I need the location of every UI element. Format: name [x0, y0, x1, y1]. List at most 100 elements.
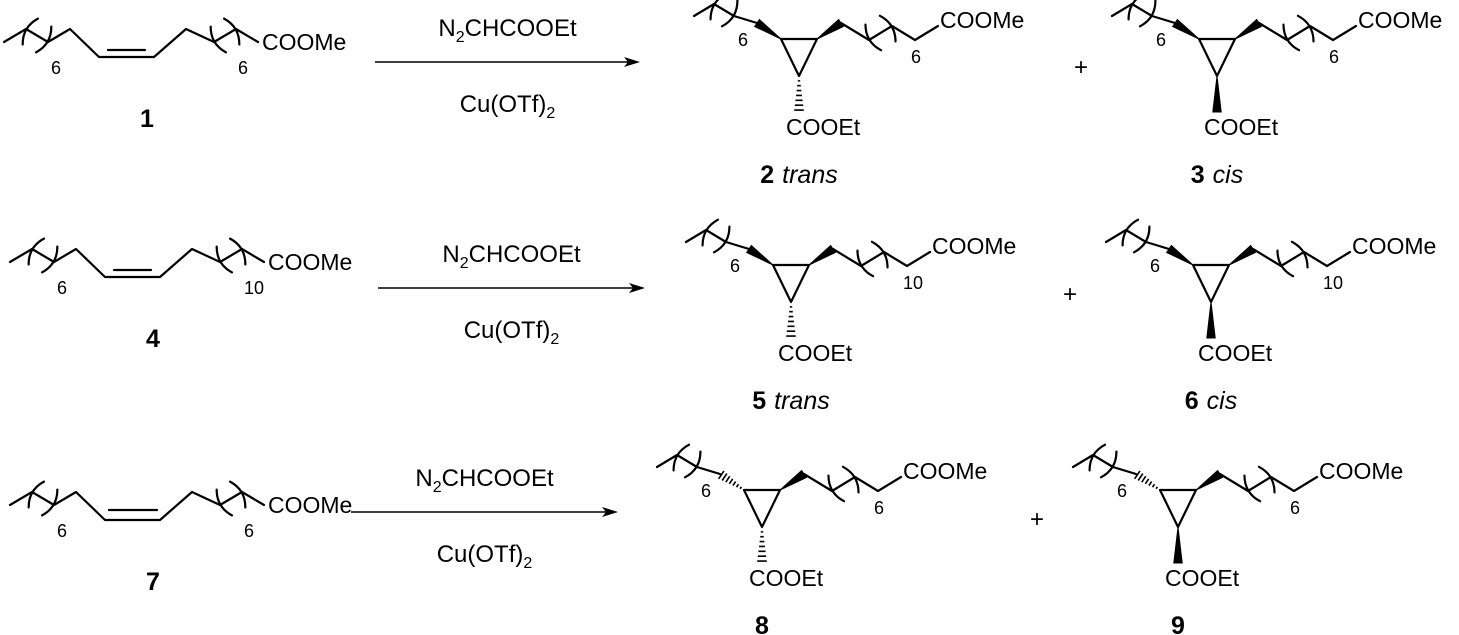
repeat-count-right: 6	[244, 521, 254, 541]
methyl-ester-group: COOMe	[268, 249, 352, 275]
left-bold-wedge	[753, 18, 782, 40]
repeat-count-left: 6	[738, 30, 748, 50]
repeat-count-left: 6	[1117, 481, 1127, 501]
right-bold-wedge	[808, 244, 837, 266]
compound-number: 7	[146, 568, 160, 596]
catalyst-copper-triflate: Cu(OTf)2	[437, 541, 533, 572]
repeat-count-left: 6	[701, 481, 711, 501]
right-bold-wedge	[1234, 18, 1263, 40]
repeat-bracket-left	[27, 237, 59, 274]
plus-sign-row-3: +	[1030, 506, 1044, 533]
ethyl-ester-group: COOEt	[778, 340, 853, 366]
right-bold-wedge	[1195, 469, 1224, 491]
repeat-bracket-left	[709, 0, 739, 28]
right-bold-wedge	[1228, 244, 1257, 266]
repeat-count-left: 6	[57, 521, 67, 541]
compound-number: 1	[140, 105, 154, 133]
catalyst-copper-triflate: Cu(OTf)2	[460, 91, 556, 122]
repeat-bracket-right	[209, 17, 241, 54]
starting-ester-7: 6 6 COOMe 7	[8, 480, 352, 596]
methyl-ester-group: COOMe	[1352, 233, 1436, 259]
left-alkyl-chain	[655, 453, 722, 476]
repeat-count-right: 10	[244, 278, 264, 298]
methyl-ester-group: COOMe	[268, 492, 352, 518]
right-alkyl-chain	[1218, 472, 1319, 493]
repeat-count-right: 6	[1290, 498, 1300, 518]
alkyl-chain	[8, 247, 266, 279]
repeat-bracket-right	[827, 465, 860, 503]
right-alkyl-chain	[839, 21, 940, 42]
cyclopropane-ring	[742, 488, 782, 529]
repeat-bracket-left	[1127, 0, 1157, 28]
repeat-bracket-right	[215, 480, 247, 517]
ethyl-ester-group: COOEt	[1198, 340, 1273, 366]
catalyst-copper-triflate: Cu(OTf)2	[464, 317, 560, 348]
ethyl-ester-group: COOEt	[786, 114, 861, 140]
cyclopropane-ring	[1191, 263, 1231, 304]
repeat-count-left: 6	[57, 278, 67, 298]
repeat-count-left: 6	[1150, 256, 1160, 276]
cyclopropane-ring	[771, 263, 811, 304]
repeat-bracket-right	[215, 237, 247, 274]
reagent-diazoacetate: N2CHCOOEt	[438, 15, 577, 46]
arrow-head	[602, 507, 618, 517]
right-alkyl-chain	[1251, 247, 1352, 268]
methyl-ester-group: COOMe	[932, 233, 1016, 259]
right-bold-wedge	[816, 18, 845, 40]
reagent-diazoacetate: N2CHCOOEt	[415, 465, 554, 496]
ester-bold-wedge	[1212, 75, 1222, 113]
repeat-bracket-left	[1088, 443, 1118, 479]
arrow-head	[629, 283, 645, 293]
ester-bold-wedge	[1206, 301, 1216, 339]
cyclopropane-ring	[1197, 37, 1237, 78]
repeat-count-right: 6	[911, 47, 921, 67]
repeat-bracket-left	[27, 480, 59, 517]
repeat-count-right: 10	[1323, 273, 1343, 293]
left-hashed-wedge	[717, 470, 743, 490]
repeat-bracket-right	[864, 14, 897, 52]
left-alkyl-chain	[1110, 2, 1177, 25]
repeat-count-left: 6	[730, 256, 740, 276]
repeat-bracket-left	[701, 218, 731, 254]
plus-sign-row-2: +	[1063, 281, 1077, 308]
cyclopropane-ring	[1158, 488, 1198, 529]
ester-bold-wedge	[1173, 526, 1183, 564]
methyl-ester-group: COOMe	[262, 29, 346, 55]
repeat-bracket-left	[672, 443, 702, 479]
repeat-count-right: 6	[1329, 47, 1339, 67]
methyl-ester-group: COOMe	[903, 458, 987, 484]
cyclopropane-ring	[779, 37, 819, 78]
ester-hashed-wedge	[794, 80, 804, 111]
left-bold-wedge	[745, 244, 774, 266]
ethyl-ester-group: COOEt	[1204, 114, 1279, 140]
alkyl-chain	[8, 490, 266, 522]
repeat-count-right: 6	[874, 498, 884, 518]
repeat-count-right: 10	[903, 273, 923, 293]
reagent-diazoacetate: N2CHCOOEt	[442, 241, 581, 272]
repeat-count-left: 6	[51, 58, 61, 78]
methyl-ester-group: COOMe	[1319, 458, 1403, 484]
left-alkyl-chain	[1071, 453, 1138, 476]
arrow-head	[624, 57, 640, 67]
repeat-bracket-right	[856, 240, 889, 278]
right-bold-wedge	[779, 469, 808, 491]
left-bold-wedge	[1171, 18, 1200, 40]
repeat-count-left: 6	[1156, 30, 1166, 50]
left-hashed-wedge	[1133, 470, 1159, 490]
methyl-ester-group: COOMe	[940, 7, 1024, 33]
compound-label: 9	[1171, 612, 1185, 635]
right-alkyl-chain	[1257, 21, 1358, 42]
compound-label: 8	[755, 612, 769, 635]
plus-sign-row-1: +	[1074, 54, 1088, 81]
